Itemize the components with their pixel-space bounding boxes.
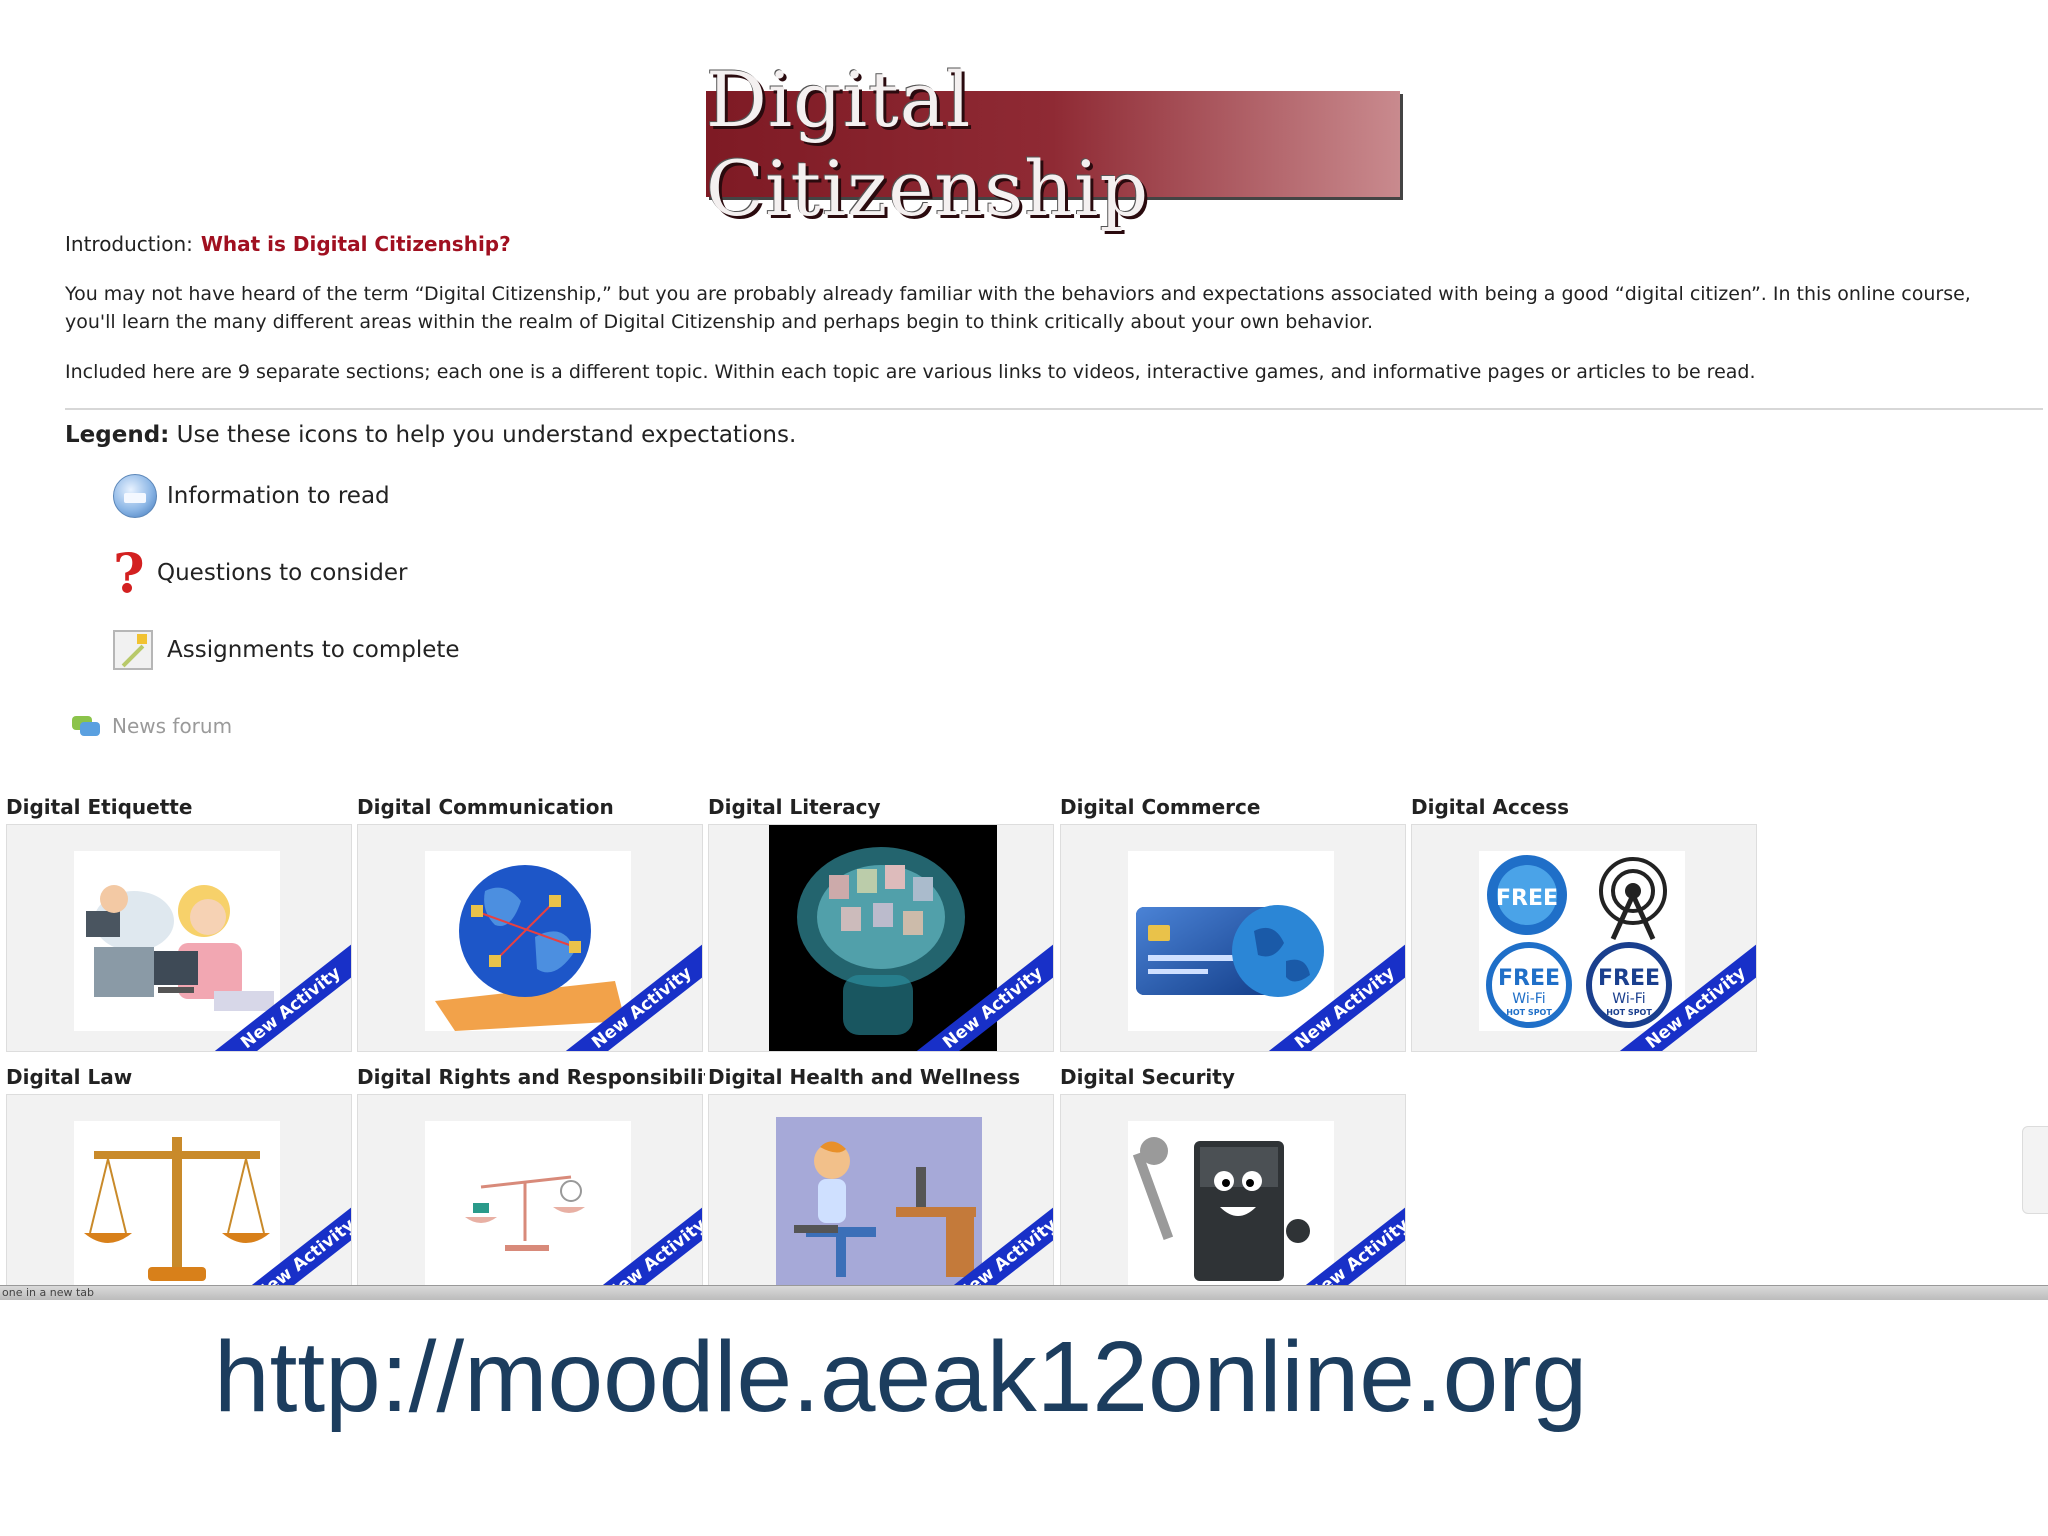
tile-communication[interactable]: New Activity	[357, 824, 703, 1052]
tile-commerce[interactable]: New Activity	[1060, 824, 1406, 1052]
legend-item-questions: ? Questions to consider	[113, 546, 407, 600]
security-image	[1128, 1121, 1334, 1285]
legend-heading: Legend: Use these icons to help you unde…	[65, 422, 796, 448]
access-wifi-badge-1: Wi-Fi	[1512, 991, 1545, 1007]
page-banner: Digital Citizenship	[706, 55, 1400, 233]
access-wifi-badge-2: Wi-Fi	[1612, 991, 1645, 1007]
health-image	[776, 1117, 982, 1285]
access-free-badge-1: FREE	[1496, 886, 1558, 911]
legend-item-information: Information to read	[113, 474, 390, 518]
access-hotspot-badge-2: HOT SPOT	[1606, 1008, 1652, 1017]
tile-security[interactable]: New Activity	[1060, 1094, 1406, 1286]
tile-title-security[interactable]: Digital Security	[1060, 1065, 1235, 1089]
access-image: FREE FREE Wi-Fi HOT SPOT FREE Wi-Fi HOT …	[1479, 851, 1685, 1031]
tile-title-communication[interactable]: Digital Communication	[357, 795, 614, 819]
news-forum-link[interactable]: News forum	[72, 714, 232, 738]
access-free-badge-3: FREE	[1598, 966, 1660, 991]
intro-label: Introduction:	[65, 232, 193, 256]
tile-title-rights[interactable]: Digital Rights and Responsibilities	[357, 1065, 705, 1089]
banner-title: Digital Citizenship	[706, 55, 1150, 233]
intro-paragraph-1: You may not have heard of the term “Digi…	[65, 283, 1971, 333]
tile-title-health[interactable]: Digital Health and Wellness	[708, 1065, 1021, 1089]
browser-status-bar: one in a new tab	[0, 1285, 2048, 1300]
legend-text: Use these icons to help you understand e…	[176, 422, 797, 448]
tile-title-law[interactable]: Digital Law	[6, 1065, 133, 1089]
tile-rights[interactable]: New Activity	[357, 1094, 703, 1286]
law-image	[74, 1121, 280, 1285]
communication-image	[425, 851, 631, 1031]
assignment-icon	[113, 630, 153, 670]
legend-item-label: Information to read	[167, 483, 390, 509]
forum-icon	[72, 716, 100, 736]
tile-title-commerce[interactable]: Digital Commerce	[1060, 795, 1261, 819]
commerce-image	[1128, 851, 1334, 1031]
divider	[65, 408, 2043, 410]
tile-access[interactable]: FREE FREE Wi-Fi HOT SPOT FREE Wi-Fi HOT …	[1411, 824, 1757, 1052]
question-icon: ?	[113, 541, 145, 605]
legend-item-label: Assignments to complete	[167, 637, 460, 663]
information-icon	[113, 474, 157, 518]
tile-law[interactable]: New Activity	[6, 1094, 352, 1286]
legend-title: Legend:	[65, 422, 170, 448]
status-text: one in a new tab	[2, 1286, 94, 1299]
news-forum-label: News forum	[112, 714, 233, 738]
tile-etiquette[interactable]: New Activity	[6, 824, 352, 1052]
intro-paragraph-2: Included here are 9 separate sections; e…	[65, 361, 1756, 383]
side-scroll-handle[interactable]	[2022, 1126, 2048, 1214]
tile-title-etiquette[interactable]: Digital Etiquette	[6, 795, 193, 819]
literacy-image	[769, 825, 997, 1051]
rights-image	[425, 1121, 631, 1285]
etiquette-image	[74, 851, 280, 1031]
intro-link[interactable]: What is Digital Citizenship?	[200, 232, 511, 256]
legend-item-assignments: Assignments to complete	[113, 630, 460, 670]
footer-url: http://moodle.aeak12online.org	[214, 1321, 1588, 1433]
access-hotspot-badge-1: HOT SPOT	[1506, 1008, 1552, 1017]
tile-title-access[interactable]: Digital Access	[1411, 795, 1570, 819]
access-free-badge-2: FREE	[1498, 966, 1560, 991]
legend-item-label: Questions to consider	[157, 560, 408, 586]
intro-line: Introduction: What is Digital Citizenship…	[65, 232, 511, 256]
tile-literacy[interactable]: New Activity	[708, 824, 1054, 1052]
tile-title-literacy[interactable]: Digital Literacy	[708, 795, 881, 819]
tile-health[interactable]: New Activity	[708, 1094, 1054, 1286]
